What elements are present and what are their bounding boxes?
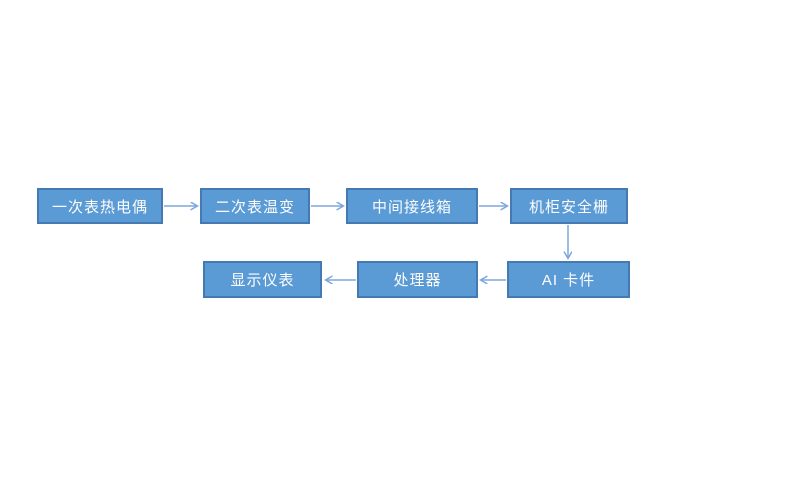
node-label: 二次表温变: [214, 198, 295, 216]
node-label: 机柜安全栅: [528, 198, 609, 216]
node-safety-barrier: 机柜安全栅: [510, 188, 628, 224]
node-primary-thermocouple: 一次表热电偶: [37, 188, 163, 224]
node-processor: 处理器: [357, 261, 478, 298]
node-label: 显示仪表: [230, 272, 295, 289]
node-label: AI 卡件: [541, 272, 596, 289]
node-junction-box: 中间接线箱: [346, 188, 478, 224]
node-display-instrument: 显示仪表: [203, 261, 322, 298]
node-ai-card: AI 卡件: [507, 261, 630, 298]
node-secondary-transmitter: 二次表温变: [200, 188, 310, 224]
node-label: 处理器: [393, 272, 442, 289]
node-label: 一次表热电偶: [51, 198, 148, 216]
node-label: 中间接线箱: [371, 198, 452, 216]
